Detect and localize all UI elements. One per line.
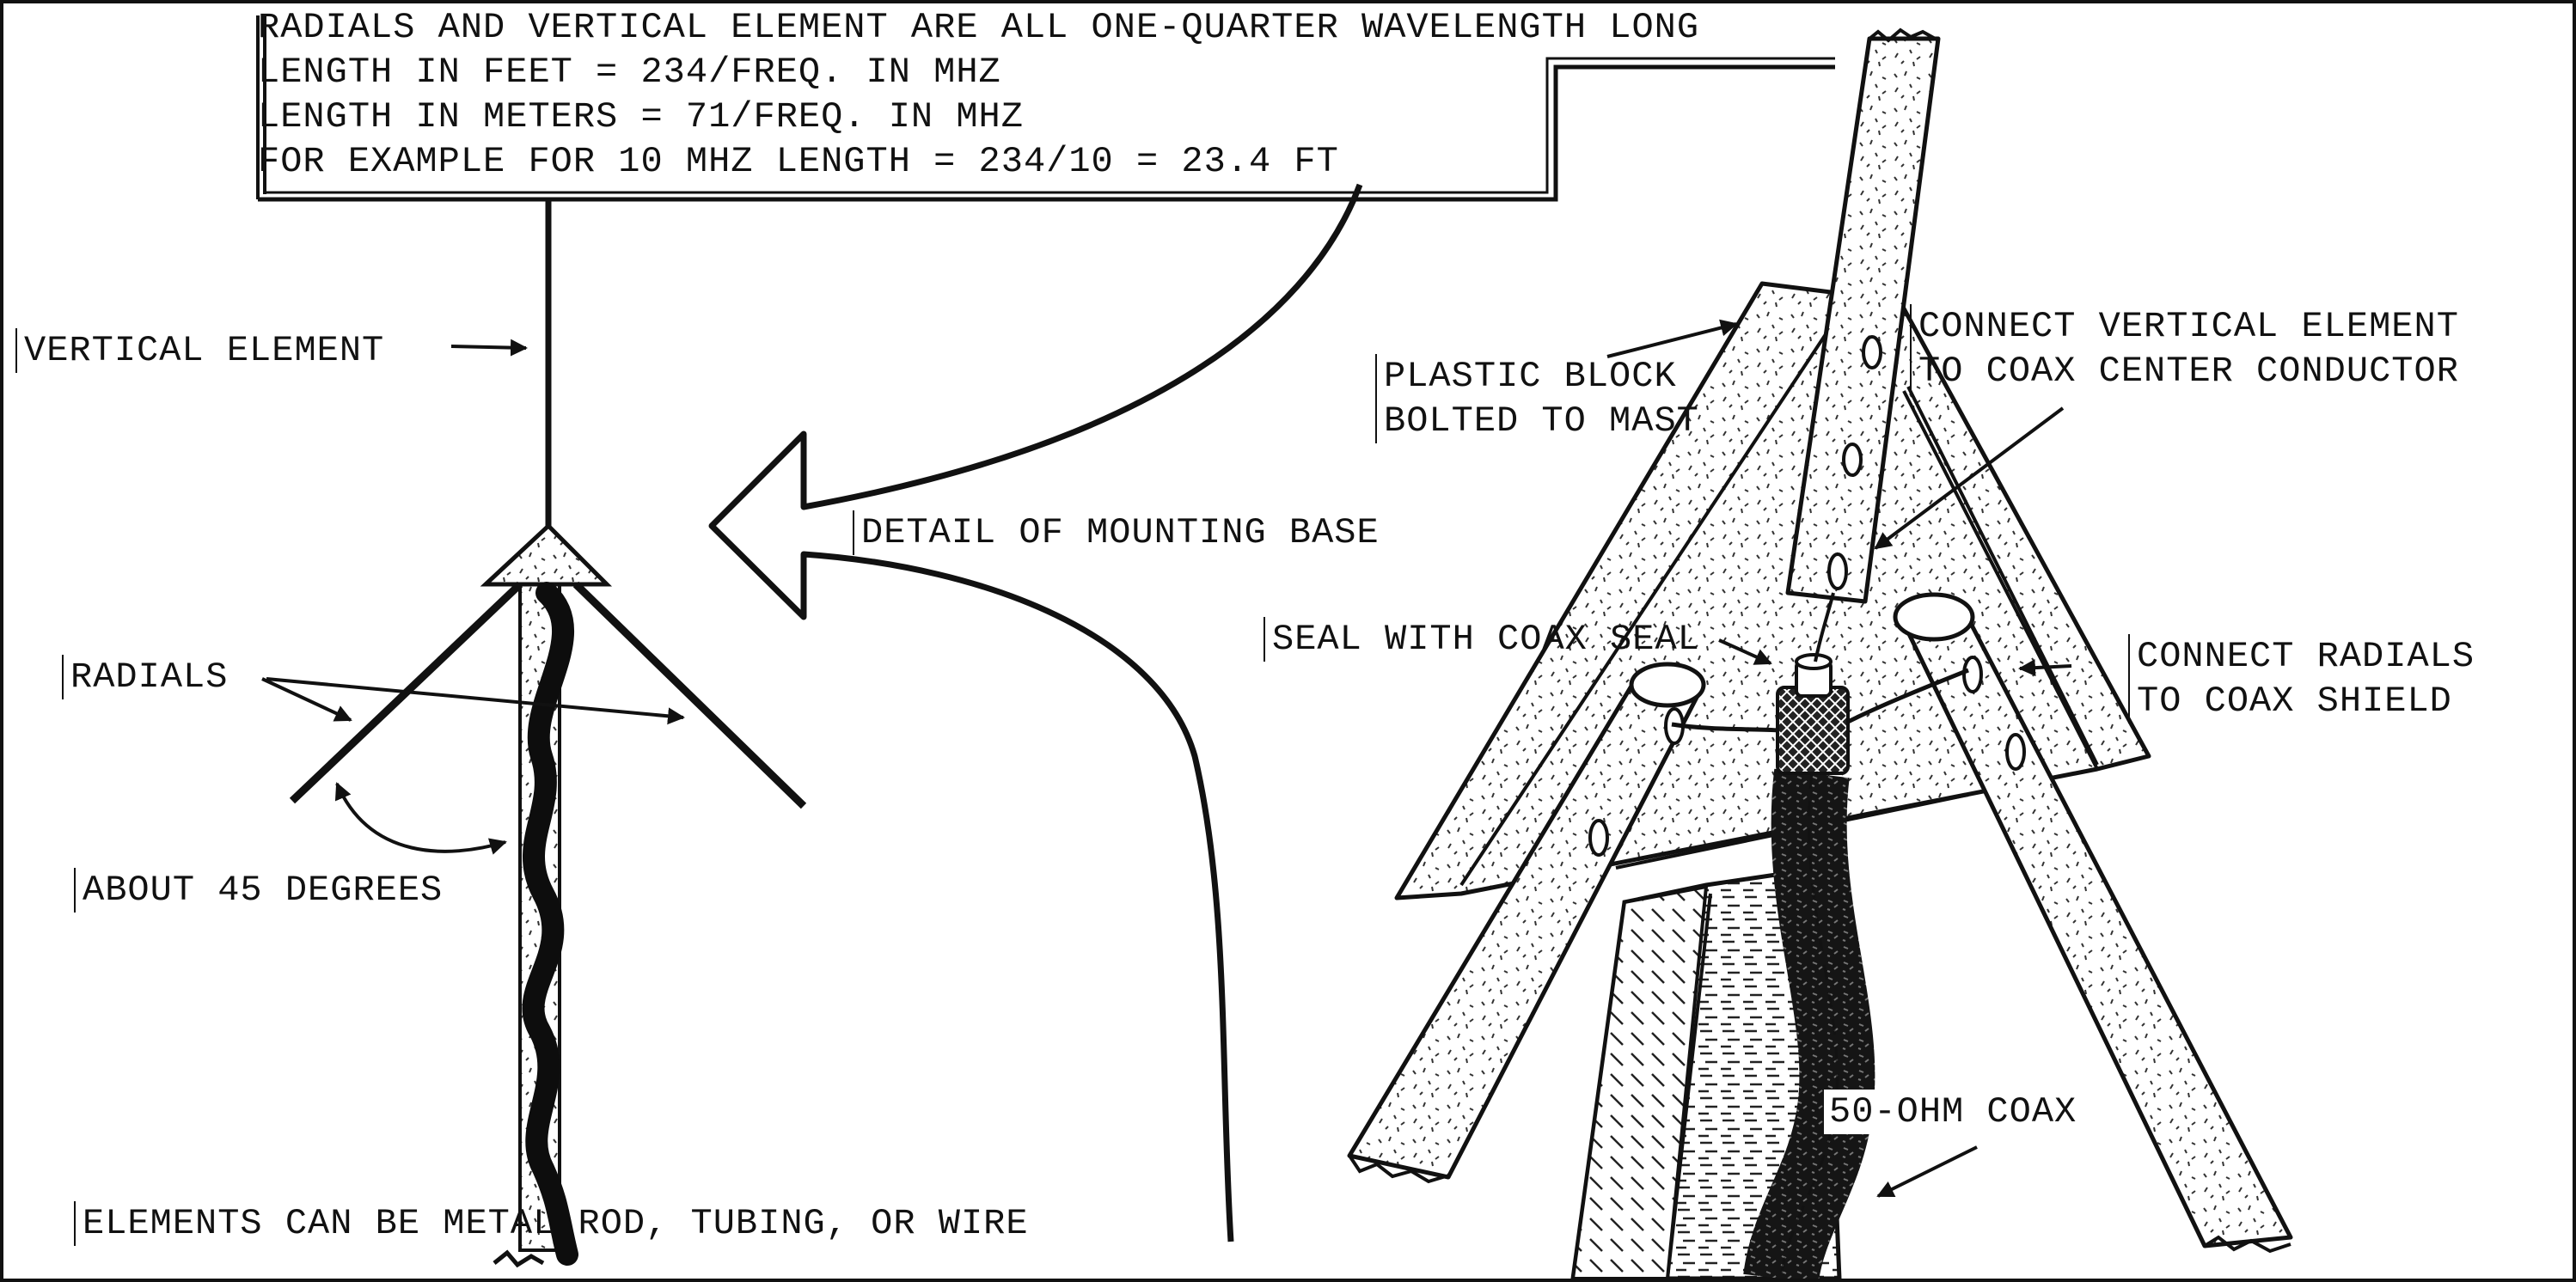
note-line-4: FOR EXAMPLE FOR 10 MHZ LENGTH = 234/10 =…	[258, 141, 1339, 182]
mounting-base-detail	[1347, 27, 2293, 1282]
label-seal-with-coax-seal: SEAL WITH COAX SEAL	[1264, 617, 1700, 662]
left-pointers	[261, 339, 685, 855]
connect-radials-line-2: TO COAX SHIELD	[2137, 681, 2452, 722]
label-connect-radials: CONNECT RADIALS TO COAX SHIELD	[2128, 634, 2475, 723]
shield-wire-right	[1846, 668, 1969, 724]
label-50-ohm-coax: 50-OHM COAX	[1824, 1090, 2083, 1134]
plastic-block-line-1: PLASTIC BLOCK	[1384, 356, 1677, 397]
label-elements-note: ELEMENTS CAN BE METAL ROD, TUBING, OR WI…	[74, 1201, 1029, 1246]
coax-feedline	[522, 582, 578, 1266]
coax-braid	[1776, 686, 1850, 775]
mast-top-break	[493, 1249, 545, 1268]
note-line-3: LENGTH IN METERS = 71/FREQ. IN MHZ	[258, 96, 1024, 137]
center-wire	[1814, 592, 1835, 662]
label-connect-vertical: CONNECT VERTICAL ELEMENT TO COAX CENTER …	[1910, 304, 2459, 394]
connect-radials-line-1: CONNECT RADIALS	[2137, 636, 2475, 677]
connect-vertical-line-1: CONNECT VERTICAL ELEMENT	[1918, 306, 2459, 347]
label-vertical-element: VERTICAL ELEMENT	[15, 328, 384, 373]
label-radials: RADIALS	[62, 655, 228, 699]
length-notes: RADIALS AND VERTICAL ELEMENT ARE ALL ONE…	[258, 5, 1699, 184]
right-pointers	[1606, 319, 2072, 1198]
label-plastic-block: PLASTIC BLOCK BOLTED TO MAST	[1375, 354, 1699, 443]
vertical-element-tube	[1785, 36, 1941, 604]
connect-radials-bracket	[1902, 390, 2100, 775]
shield-wire-left	[1671, 722, 1780, 733]
note-line-1: RADIALS AND VERTICAL ELEMENT ARE ALL ONE…	[258, 7, 1700, 48]
detail-arrow	[708, 183, 1363, 1242]
label-about-45-degrees: ABOUT 45 DEGREES	[74, 868, 443, 913]
label-detail-of-mounting-base: DETAIL OF MOUNTING BASE	[853, 510, 1380, 555]
radial-right	[572, 581, 807, 809]
ground-plane-antenna	[289, 199, 807, 1268]
plastic-block-line-2: BOLTED TO MAST	[1384, 400, 1699, 442]
note-line-2: LENGTH IN FEET = 234/FREQ. IN MHZ	[258, 52, 1001, 93]
connect-vertical-line-2: TO COAX CENTER CONDUCTOR	[1918, 351, 2459, 392]
base-insulator	[480, 522, 613, 587]
notes-frame	[256, 15, 1835, 202]
